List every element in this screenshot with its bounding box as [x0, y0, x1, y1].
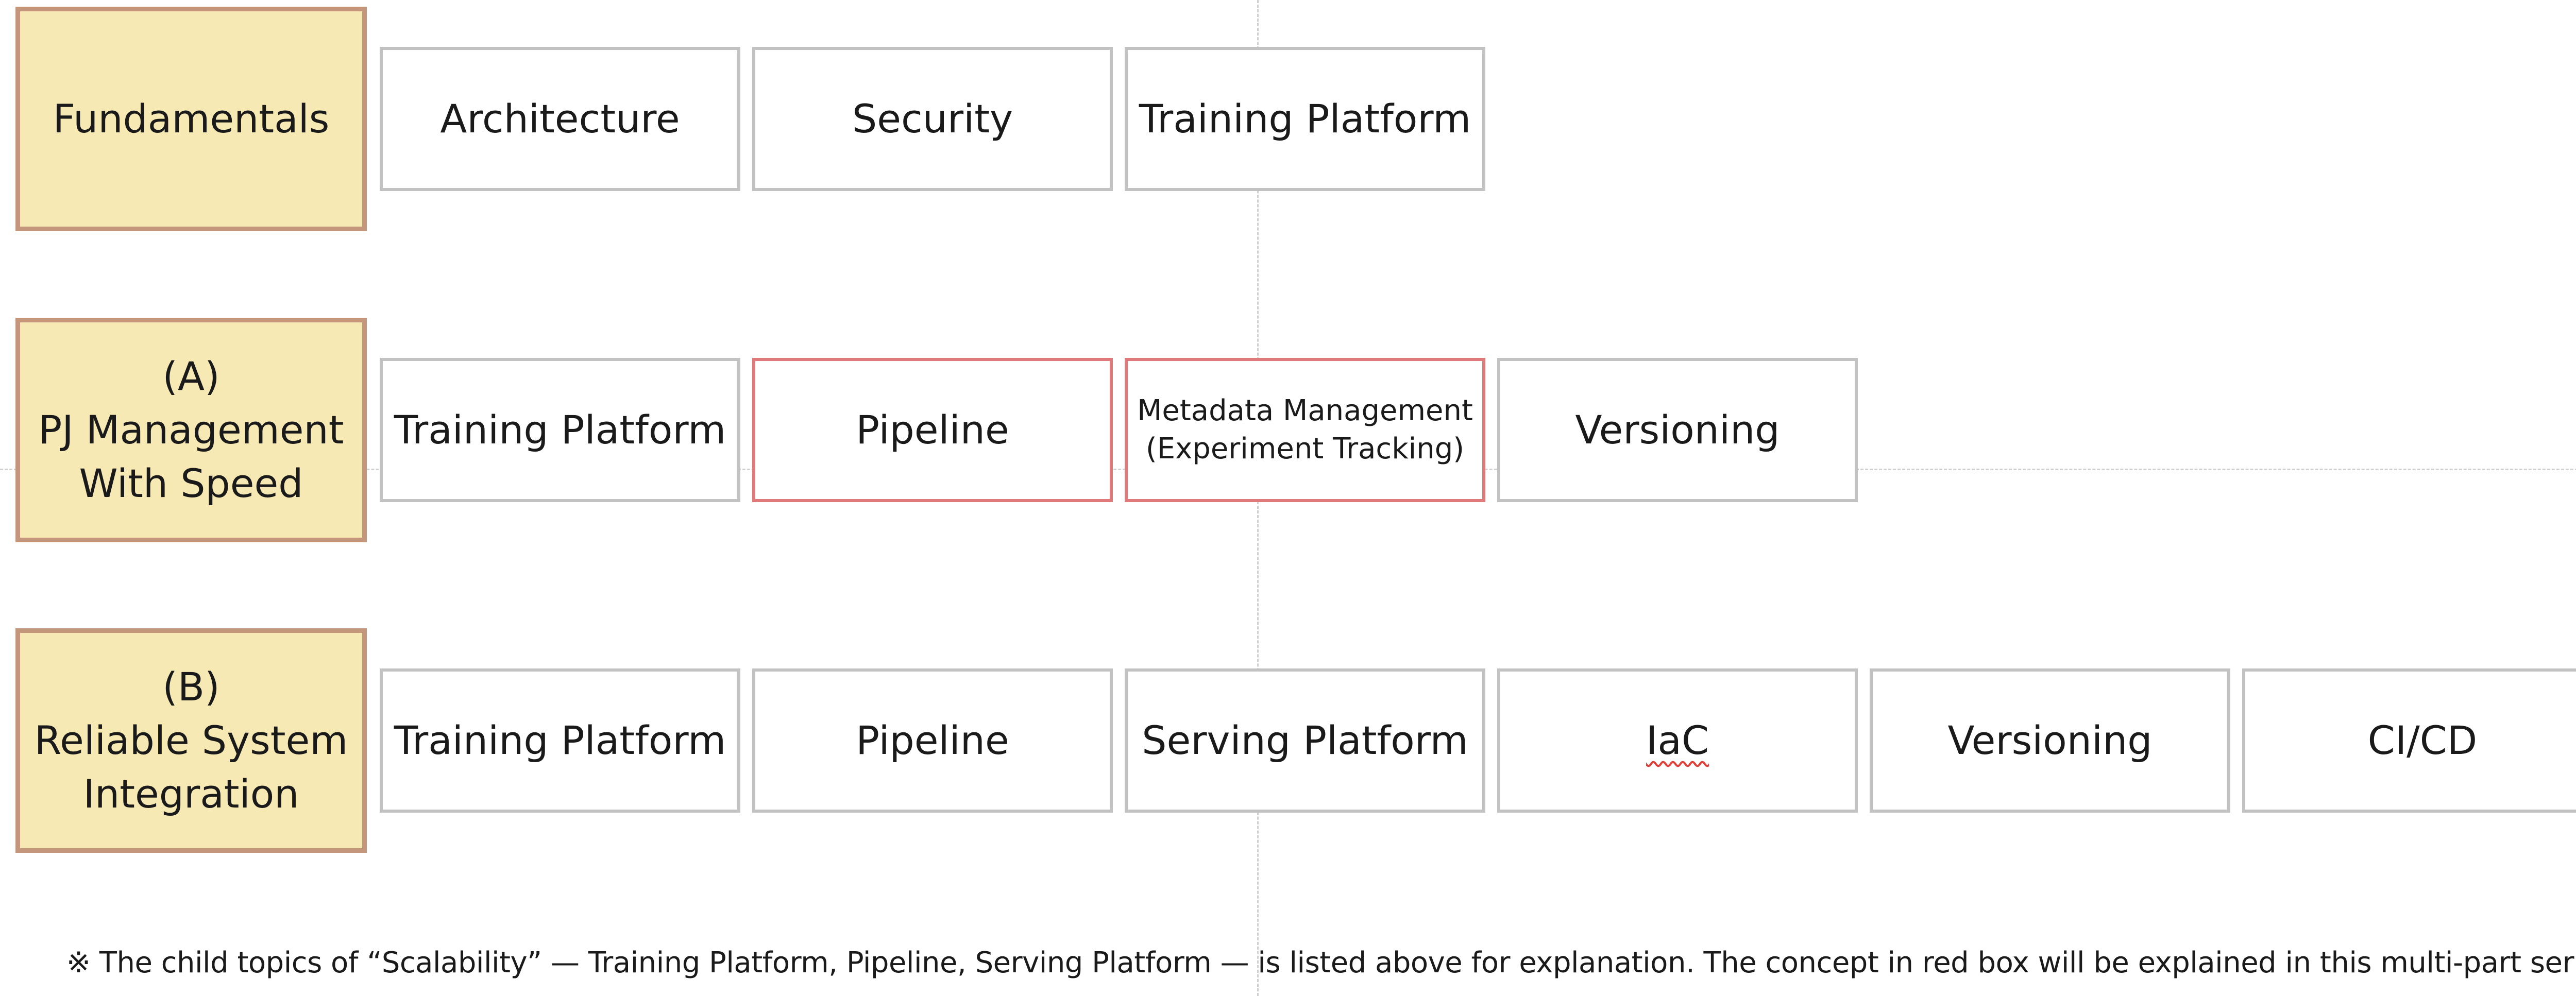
topic-label: Pipeline	[856, 407, 1009, 453]
topic-label: Security	[852, 96, 1013, 142]
topic-label: CI/CD	[2367, 717, 2478, 763]
topic-box-security: Security	[752, 47, 1113, 191]
topic-box-metadata-management-highlighted: Metadata Management (Experiment Tracking…	[1125, 358, 1485, 502]
category-box-reliable-system: (B) Reliable System Integration	[15, 628, 367, 853]
topic-box-serving-platform: Serving Platform	[1125, 668, 1485, 813]
topic-label: Metadata Management	[1137, 394, 1473, 427]
topic-label: Training Platform	[1139, 96, 1471, 142]
topic-label: Serving Platform	[1142, 717, 1468, 763]
topic-box-training-platform: Training Platform	[1125, 47, 1485, 191]
category-label: Reliable System	[34, 717, 348, 763]
topic-label: Architecture	[440, 96, 680, 142]
topic-box-training-platform: Training Platform	[380, 358, 740, 502]
topic-box-ci-cd: CI/CD	[2242, 668, 2576, 813]
footnote-text: ※ The child topics of “Scalability” — Tr…	[66, 946, 2576, 980]
topic-label: Versioning	[1947, 717, 2153, 763]
topic-box-versioning: Versioning	[1870, 668, 2230, 813]
category-label: PJ Management	[38, 407, 344, 453]
category-box-pj-management: (A) PJ Management With Speed	[15, 318, 367, 542]
topic-box-pipeline: Pipeline	[752, 668, 1113, 813]
topic-label: Training Platform	[394, 717, 726, 763]
topic-box-architecture: Architecture	[380, 47, 740, 191]
category-label: Fundamentals	[53, 96, 330, 142]
category-label: (A)	[162, 353, 220, 399]
topic-label: Pipeline	[856, 717, 1009, 763]
category-label: (B)	[162, 664, 220, 710]
topic-box-iac: IaC	[1497, 668, 1858, 813]
topic-label: Training Platform	[394, 407, 726, 453]
category-label: Integration	[83, 771, 299, 817]
topic-label: IaC	[1646, 717, 1709, 763]
topic-box-pipeline-highlighted: Pipeline	[752, 358, 1113, 502]
category-label: With Speed	[79, 460, 303, 506]
category-box-fundamentals: Fundamentals	[15, 7, 367, 231]
topic-box-versioning: Versioning	[1497, 358, 1858, 502]
topic-label: (Experiment Tracking)	[1145, 432, 1465, 466]
topic-box-training-platform: Training Platform	[380, 668, 740, 813]
topic-label: Versioning	[1575, 407, 1780, 453]
